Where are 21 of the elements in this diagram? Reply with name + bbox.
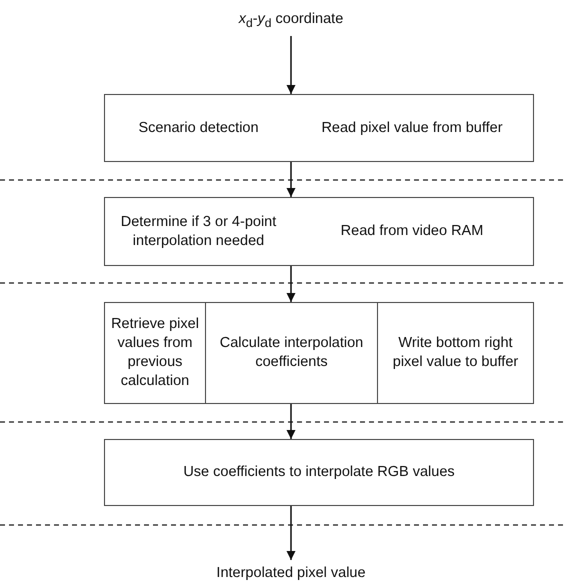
flow-label: x$_{d}$-y$_{d}$ coordinate xyxy=(237,10,344,32)
process-box xyxy=(104,197,534,266)
step-text: Write bottom right pixel value to buffer xyxy=(392,334,520,372)
flow-label: Interpolated pixel value xyxy=(215,564,367,581)
step-text: Calculate interpolation coefficients xyxy=(218,334,364,372)
process-box xyxy=(205,302,378,404)
arrow xyxy=(286,36,296,94)
process-box xyxy=(377,302,534,404)
arrow xyxy=(286,506,296,560)
step-text: Read pixel value from buffer xyxy=(320,118,504,138)
process-box xyxy=(104,94,534,162)
step-text: Scenario detection xyxy=(137,118,260,138)
step-text: Use coefficients to interpolate RGB values xyxy=(182,463,456,482)
arrow xyxy=(286,162,296,197)
step-text: Retrieve pixel values from previous calculation xyxy=(110,315,200,391)
process-box xyxy=(104,302,206,404)
step-text: Read from video RAM xyxy=(340,222,484,241)
process-box xyxy=(104,439,534,506)
arrow xyxy=(286,266,296,302)
step-text: Determine if 3 or 4-point interpolation needed xyxy=(120,212,278,250)
arrow xyxy=(286,404,296,439)
